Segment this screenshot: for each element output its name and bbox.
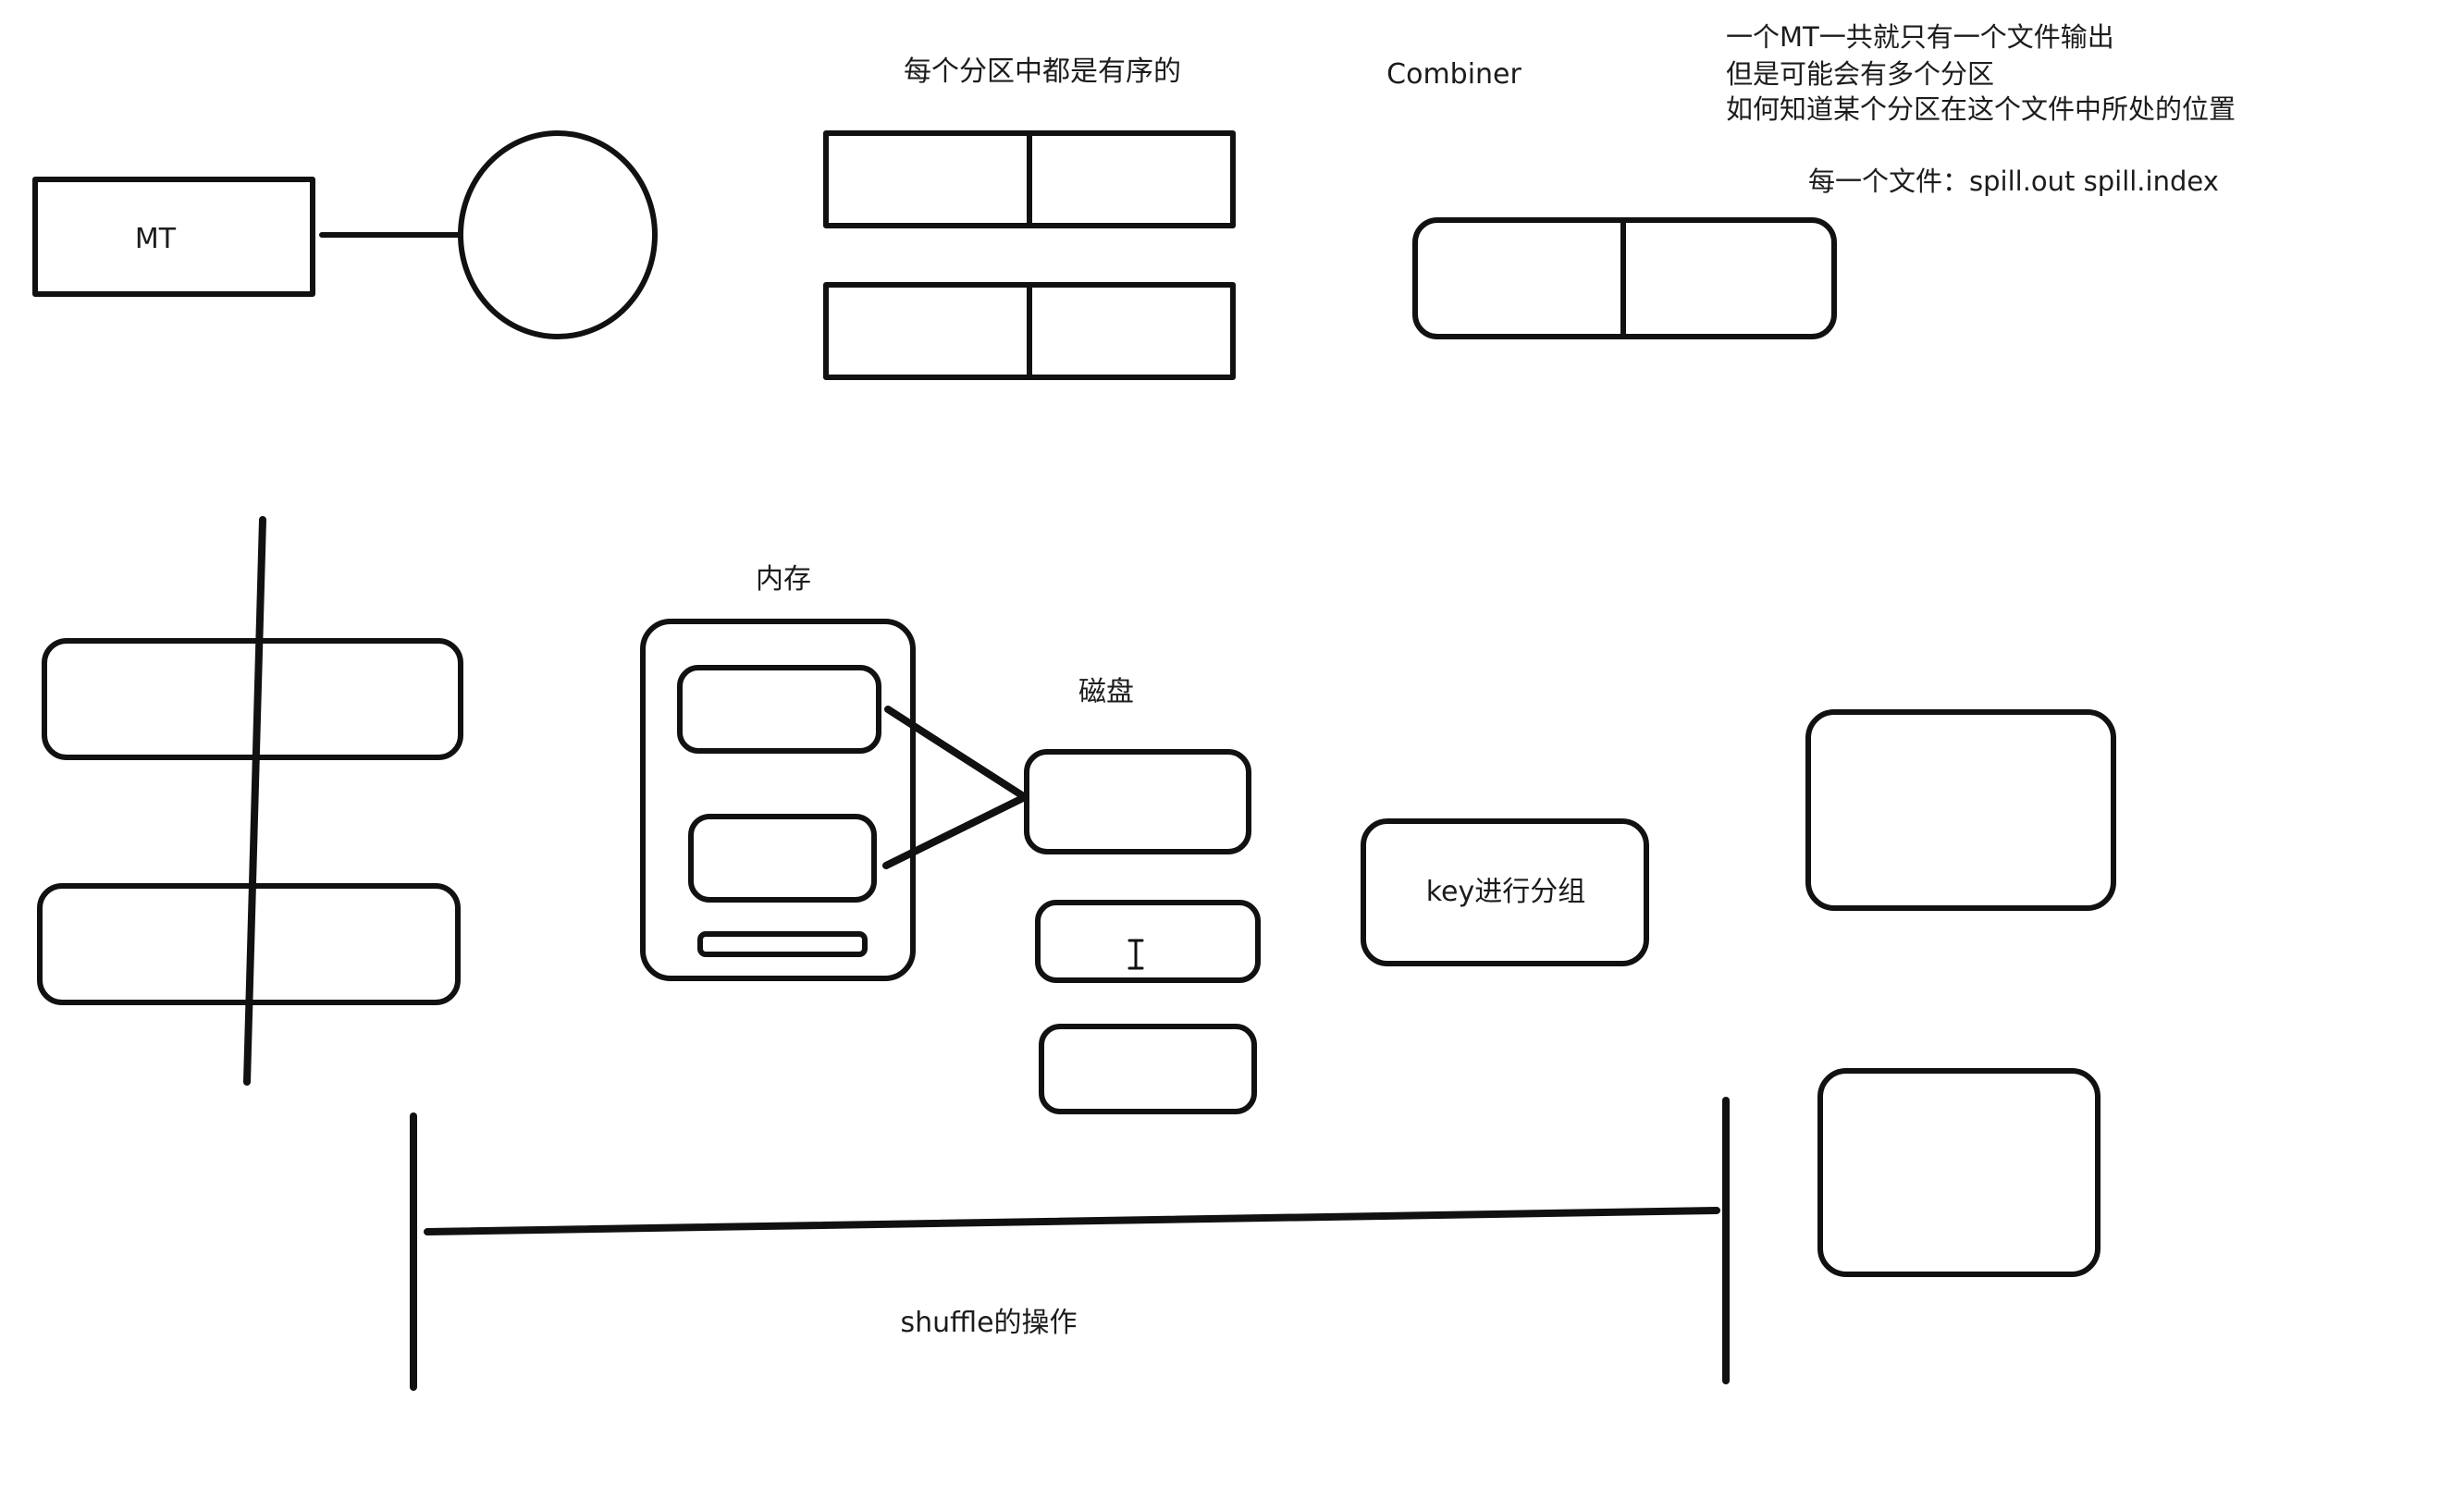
note-line-1: 一个MT一共就只有一个文件输出 [1726, 21, 2114, 53]
key-group-box [1361, 818, 1649, 966]
key-group-label: key进行分组 [1426, 876, 1586, 908]
text-cursor-icon [1127, 939, 1144, 970]
shuffle-line [424, 1207, 1720, 1235]
partitioned-buffer-2 [823, 282, 1236, 380]
split-line [243, 516, 266, 1086]
memory-slot-1 [677, 665, 881, 754]
partitioned-buffer-1 [823, 130, 1236, 228]
disk-files [1024, 749, 1261, 1114]
disk-file-1 [1024, 749, 1251, 854]
memory-label: 内存 [756, 563, 811, 596]
combiner-block [1412, 217, 1837, 339]
key-group-block: key进行分组 [1361, 818, 1649, 966]
sorted-partitions-label: 每个分区中都是有序的 [904, 55, 1181, 88]
map-task-label: MT [135, 223, 177, 255]
shuffle-span: shuffle的操作 [410, 1097, 1730, 1391]
map-task-group: MT [32, 130, 658, 339]
memory-slot-3 [697, 931, 868, 957]
shuffle-label: shuffle的操作 [900, 1307, 1077, 1339]
disk-file-2 [1035, 900, 1261, 983]
note-line-2: 但是可能会有多个分区 [1726, 58, 1994, 90]
split-partitions [37, 516, 463, 1086]
spill-line-2 [882, 793, 1029, 869]
notes-block: 一个MT一共就只有一个文件输出 但是可能会有多个分区 如何知道某个分区在这个文件… [1726, 21, 2236, 197]
spill-line-1 [884, 706, 1029, 801]
disk-file-3 [1039, 1024, 1257, 1114]
buffer-circle [458, 130, 658, 339]
note-line-3: 如何知道某个分区在这个文件中所处的位置 [1726, 93, 2236, 125]
map-task-box [32, 177, 315, 297]
reduce-boxes [1805, 709, 2116, 1277]
files-note: 每一个文件：spill.out spill.index [1808, 166, 2219, 197]
disk-label: 磁盘 [1078, 676, 1134, 708]
reduce-box-top [1805, 709, 2116, 911]
split-block-top [42, 638, 463, 760]
memory-slot-2 [688, 814, 877, 903]
memory-block [640, 619, 916, 981]
combiner-label: Combiner [1386, 58, 1522, 91]
spill-arrows [882, 706, 1029, 869]
memory-container [640, 619, 916, 981]
reduce-box-bottom [1817, 1068, 2101, 1277]
